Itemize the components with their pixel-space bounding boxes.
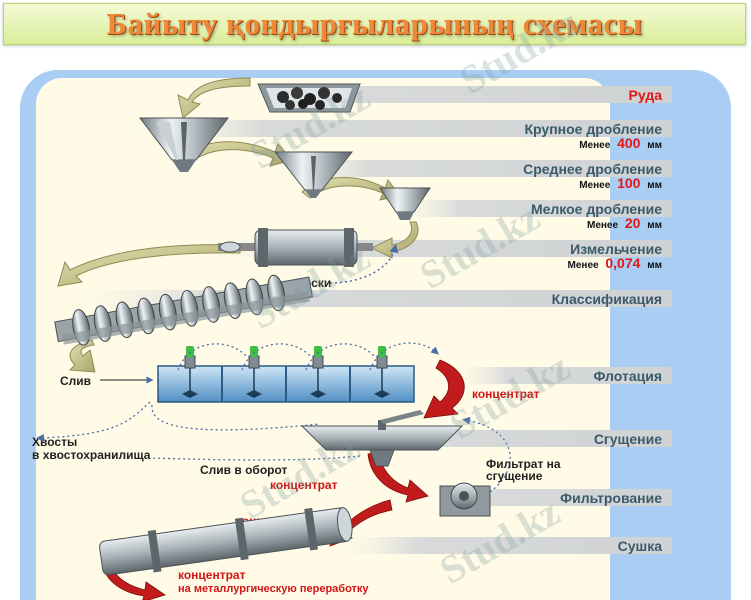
sliv-oborot-line — [149, 455, 361, 461]
size-krupnoe: Менее 400 мм — [579, 135, 662, 151]
page-title: Байыту қондырғыларының схемасы — [106, 6, 643, 41]
ore-hopper-icon — [257, 83, 361, 113]
secondary-crusher-icon — [273, 151, 354, 198]
dryer-drum-icon — [99, 507, 353, 576]
label-sliv: Слив — [60, 374, 91, 388]
tailings-line — [36, 401, 151, 442]
label-concentrate-1: концентрат — [472, 387, 540, 401]
fine-crusher-icon — [379, 187, 431, 220]
stage-krupnoe-droblenie: Крупное дробление — [525, 121, 663, 137]
thickener-icon — [300, 410, 464, 467]
filtrate-return-line — [462, 416, 511, 493]
stage-band-melkoe — [388, 200, 672, 217]
size-srednee: Менее 100 мм — [579, 175, 662, 191]
stage-ruda: Руда — [629, 87, 663, 103]
label-filtrat-2: сгущение — [486, 469, 543, 483]
stage-band-krupnoe — [125, 120, 672, 137]
mill-drum-icon — [218, 228, 373, 267]
title-bar: Байыту қондырғыларының схемасы — [3, 3, 746, 45]
size-melkoe: Менее 20 мм — [587, 215, 662, 231]
label-concentrate-2: концентрат — [270, 478, 338, 492]
label-hvosty-2: в хвостохранилища — [32, 448, 151, 462]
size-izmelchenie: Менее 0,074 мм — [568, 255, 662, 271]
stage-band-srednee — [268, 160, 672, 177]
stage-flotaciya: Флотация — [593, 368, 662, 384]
label-hvosty-1: Хвосты — [32, 435, 77, 449]
label-filtrat-1: Фильтрат на — [486, 457, 561, 471]
stage-filtrovanie: Фильтрование — [560, 490, 662, 506]
flotation-recycle-lines — [151, 342, 439, 431]
label-sliv-oborot: Слив в оборот — [200, 463, 288, 477]
label-concentrate-final-1: концентрат — [178, 568, 246, 582]
stage-sushka: Сушка — [618, 538, 663, 554]
flotation-cells-icon — [157, 346, 415, 403]
stage-izmelchenie: Измельчение — [570, 241, 662, 257]
spiral-classifier-icon — [54, 274, 313, 346]
stage-band-flotaciya — [450, 367, 672, 384]
label-concentrate-final-2: на металлургическую переработку — [178, 583, 369, 595]
stage-srednee-droblenie: Среднее дробление — [523, 161, 662, 177]
stage-band-sushka — [330, 537, 672, 554]
stage-klassifikaciya: Классификация — [552, 291, 662, 307]
primary-crusher-icon — [138, 117, 230, 172]
vacuum-filter-icon — [439, 482, 491, 517]
stage-sgushchenie: Сгущение — [594, 431, 662, 447]
stage-melkoe-droblenie: Мелкое дробление — [531, 201, 662, 217]
